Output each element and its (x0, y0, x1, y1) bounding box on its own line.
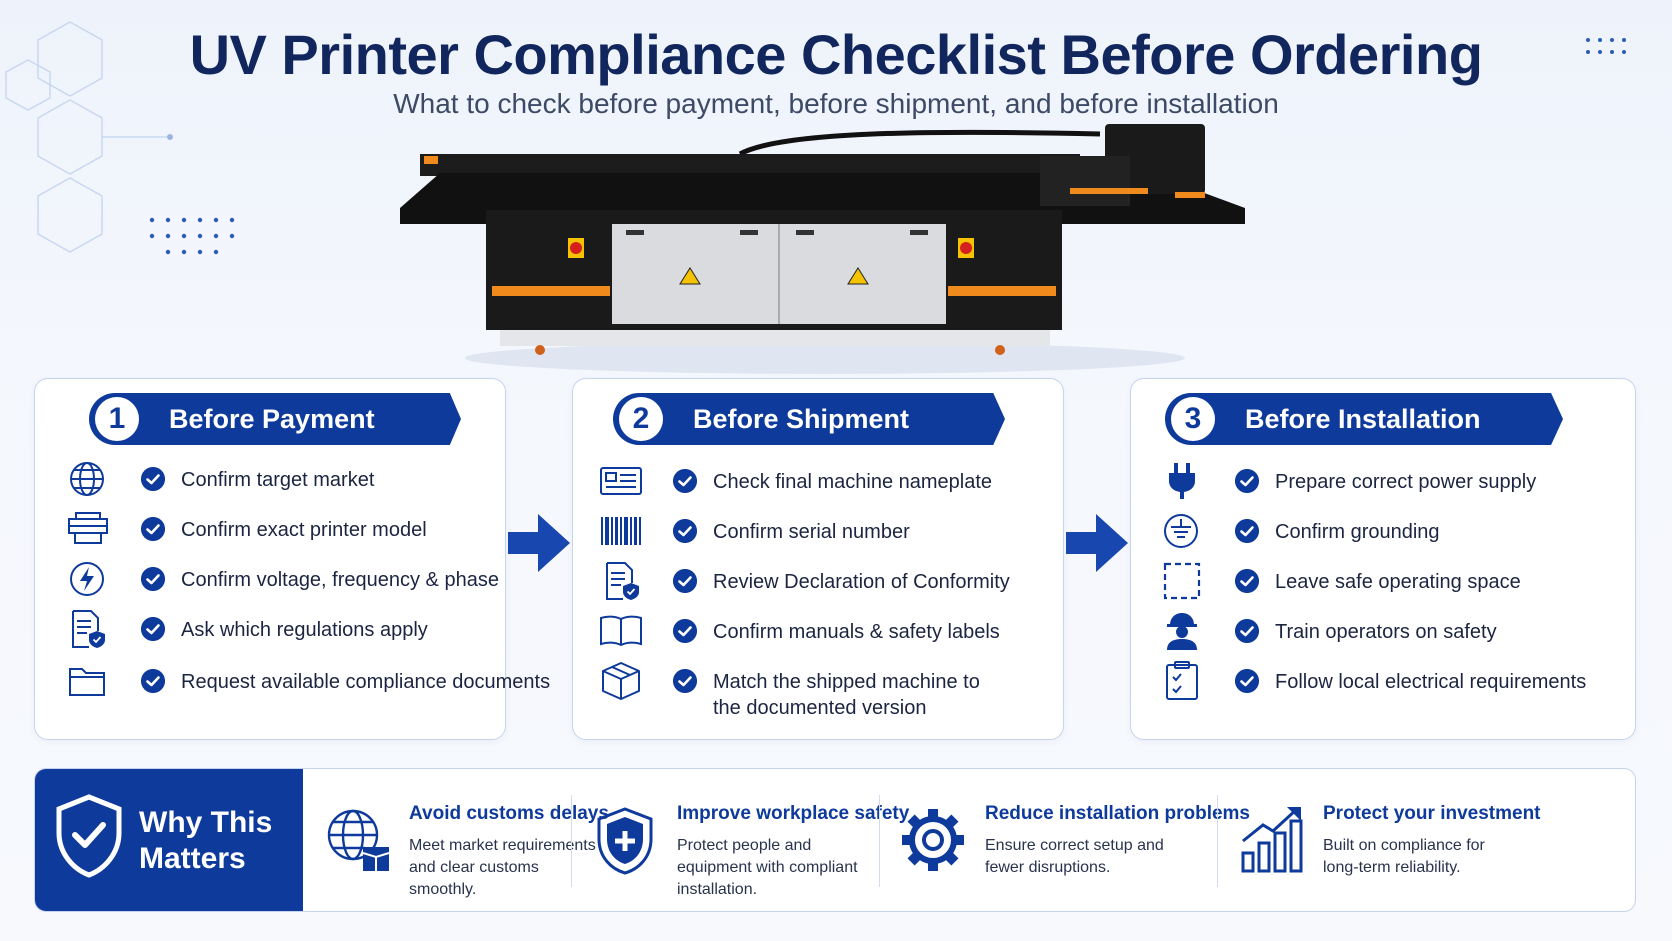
benefit-title: Improve workplace safety (677, 803, 910, 824)
checklist-item-label: Train operators on safety (1275, 621, 1497, 643)
lightning-icon (70, 562, 104, 596)
page-subtitle: What to check before payment, before shi… (393, 88, 1279, 119)
check-icon (673, 619, 697, 643)
check-icon (141, 669, 165, 693)
checklist-item-label: Confirm target market (181, 469, 375, 491)
checklist-item-label: Confirm grounding (1275, 521, 1440, 543)
benefit-description: Protect people and equipment with compli… (677, 837, 858, 898)
step-title: Before Payment (169, 403, 375, 434)
checklist-item-label: Follow local electrical requirements (1275, 671, 1587, 693)
step-number: 1 (95, 397, 139, 441)
folder-icon (69, 668, 105, 696)
benefit-title: Reduce installation problems (985, 803, 1250, 824)
page-title: UV Printer Compliance Checklist Before O… (189, 23, 1483, 86)
uv-printer-image (400, 124, 1245, 374)
step-title: Before Shipment (693, 403, 910, 434)
arrow-right-icon (1066, 514, 1128, 572)
check-icon (141, 617, 165, 641)
dot-grid-decoration (149, 217, 235, 255)
benefit-description: Meet market requirements and clear custo… (409, 837, 596, 898)
shield-document-icon (606, 562, 639, 600)
benefit-description: Built on compliance for long-term reliab… (1323, 837, 1485, 876)
checklist-item-label: Review Declaration of Conformity (713, 571, 1010, 593)
check-icon (673, 469, 697, 493)
step-number: 2 (619, 397, 663, 441)
benefit-title: Avoid customs delays (409, 803, 609, 824)
check-icon (1235, 469, 1259, 493)
benefit-safety: Improve workplace safety Protect people … (593, 769, 909, 911)
step-banner: 2 Before Shipment (613, 393, 1005, 445)
benefit-customs: Avoid customs delays Meet market require… (325, 769, 625, 911)
check-icon (141, 517, 165, 541)
arrow-right-icon (508, 514, 570, 572)
nameplate-icon (600, 467, 642, 495)
why-header: Why This Matters (35, 769, 303, 911)
checklist-item-label: Confirm serial number (713, 521, 910, 543)
check-icon (141, 467, 165, 491)
benefit-investment: Protect your investment Built on complia… (1239, 769, 1619, 911)
why-this-matters-panel: Why This Matters Avoid customs delays Me… (34, 768, 1636, 912)
dot-grid-decoration-right (1586, 38, 1626, 54)
printer-icon (68, 512, 108, 544)
worker-icon (1167, 613, 1197, 650)
book-icon (600, 615, 642, 647)
step-title: Before Installation (1245, 403, 1481, 434)
globe-icon (70, 462, 104, 496)
why-title: Why This Matters (139, 806, 273, 875)
divider (1217, 795, 1218, 887)
hexagon-pattern-decoration (5, 21, 173, 253)
checklist-item-label: Request available compliance documents (181, 671, 551, 693)
step-card-before-payment: 1 Before Payment Confirm target market C… (34, 378, 550, 740)
step-banner: 3 Before Installation (1165, 393, 1563, 445)
step-card-before-shipment: 2 Before Shipment Check final machine na… (572, 378, 1064, 740)
step-number: 3 (1171, 397, 1215, 441)
plug-icon (1169, 463, 1195, 499)
divider (571, 795, 572, 887)
barcode-icon (601, 517, 641, 545)
check-icon (141, 567, 165, 591)
checklist-item-label: Confirm voltage, frequency & phase (181, 569, 499, 591)
step-banner: 1 Before Payment (89, 393, 461, 445)
checklist-item-label: Leave safe operating space (1275, 571, 1521, 593)
globe-box-icon (327, 809, 390, 871)
checklist-item-label: Confirm exact printer model (181, 519, 427, 541)
checklist-item-label: Confirm manuals & safety labels (713, 621, 1000, 643)
check-icon (1235, 669, 1259, 693)
box-icon (602, 662, 640, 700)
ground-icon (1164, 514, 1198, 548)
check-icon (673, 519, 697, 543)
benefit-installation: Reduce installation problems Ensure corr… (901, 769, 1250, 911)
divider (879, 795, 880, 887)
check-icon (673, 669, 697, 693)
checklist-item-label: Check final machine nameplate (713, 471, 993, 493)
shield-plus-icon (597, 807, 653, 875)
check-icon (1235, 619, 1259, 643)
check-icon (1235, 519, 1259, 543)
gear-icon (902, 809, 964, 871)
dashed-square-icon (1163, 562, 1201, 600)
clipboard-icon (1166, 661, 1198, 700)
shield-document-icon (72, 610, 105, 648)
check-icon (1235, 569, 1259, 593)
benefit-description: Ensure correct setup and fewer disruptio… (985, 837, 1164, 876)
shield-check-icon (56, 794, 122, 878)
benefit-title: Protect your investment (1323, 803, 1541, 824)
checklist-item-label: Ask which regulations apply (181, 619, 428, 641)
checklist-item-label: Match the shipped machine to (713, 671, 980, 693)
checklist-item-label-line2: the documented version (713, 697, 927, 719)
chart-up-icon (1241, 807, 1303, 873)
step-card-before-installation: 3 Before Installation Prepare correct po… (1130, 378, 1636, 740)
check-icon (673, 569, 697, 593)
checklist-item-label: Prepare correct power supply (1275, 471, 1537, 493)
